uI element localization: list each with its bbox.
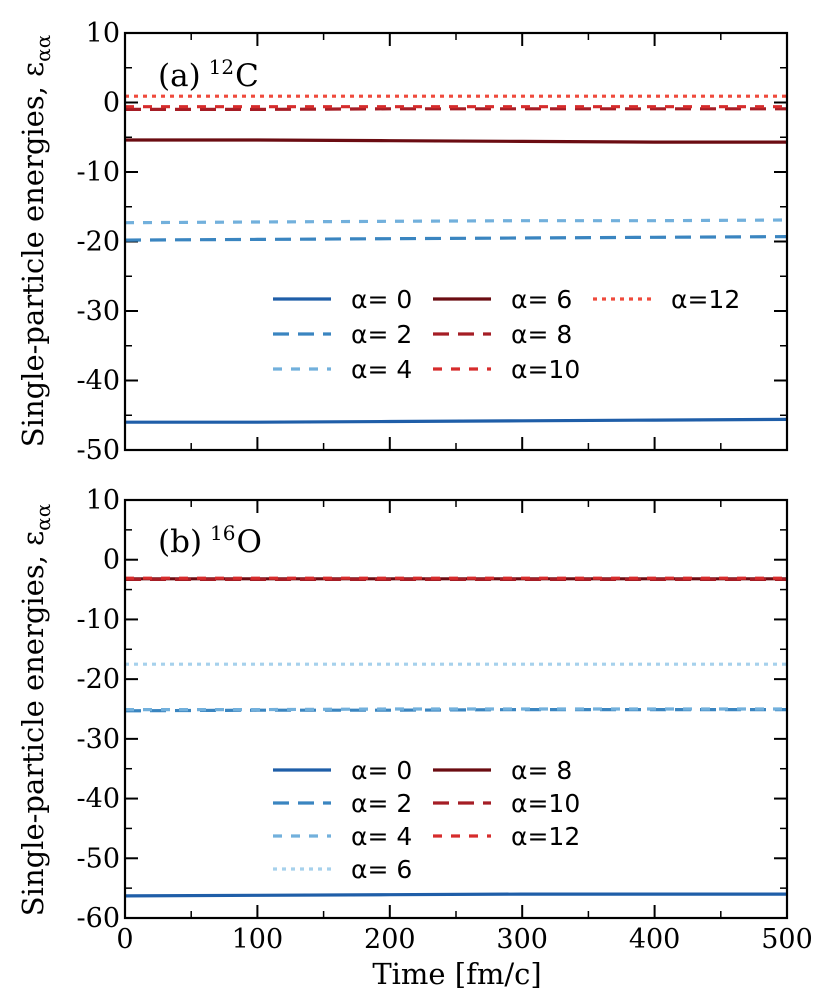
nucleus-mass: 16 — [210, 521, 235, 545]
y-axis-label: Single-particle energies, εαα — [16, 35, 55, 447]
nucleus-symbol: C — [235, 58, 259, 94]
legend-entry: α= 4 — [351, 822, 412, 851]
legend-entry: α= 8 — [511, 756, 572, 785]
series-line — [124, 218, 788, 225]
plot-frame — [123, 498, 789, 920]
y-tick-label: -20 — [77, 227, 120, 258]
y-tick-label: 0 — [103, 545, 120, 576]
legend-entry: α= 8 — [511, 320, 572, 349]
panel-a: 10 0 -10 -20 -30 -40 -50 (a) 12C Single-particle … — [16, 18, 789, 466]
y-tick-label: 10 — [86, 485, 120, 516]
y-tick-label: 0 — [103, 88, 120, 119]
y-axis-label-symbol: ε — [16, 62, 50, 77]
y-tick-label: -30 — [77, 296, 120, 327]
y-tick-label: -50 — [77, 843, 120, 874]
plot-frame — [123, 31, 789, 452]
panel-label: (b) 16O — [158, 521, 262, 560]
y-tick-label: -40 — [77, 784, 120, 815]
legend-entry: α= 2 — [351, 789, 412, 818]
nucleus-mass: 12 — [209, 55, 234, 79]
legend-entry: α=12 — [671, 285, 740, 314]
series-line — [125, 138, 787, 144]
legend-entry: α= 0 — [351, 756, 412, 785]
legend-entry: α= 4 — [351, 355, 412, 384]
x-tick-label: 500 — [761, 924, 813, 955]
x-axis-label: Time [fm/c] — [372, 957, 541, 991]
y-tick-label: 10 — [86, 18, 120, 49]
y-axis-label-subscript: αα — [31, 504, 55, 531]
x-tick-label: 0 — [116, 924, 133, 955]
y-axis-label-symbol: ε — [16, 531, 50, 546]
series-line — [125, 707, 787, 712]
x-tick-label: 200 — [364, 924, 416, 955]
y-tick-label: -10 — [77, 157, 120, 188]
y-tick-label: -10 — [77, 604, 120, 635]
x-tick-label: 100 — [232, 924, 284, 955]
series-line — [124, 892, 787, 898]
legend-entry: α=10 — [511, 789, 580, 818]
y-axis-label-text: Single-particle energies, — [16, 77, 50, 447]
legend-entry: α= 0 — [351, 285, 412, 314]
series-line — [125, 417, 788, 424]
panel-letter: (b) — [158, 524, 202, 560]
y-tick-label: -40 — [77, 366, 120, 397]
y-axis-label: Single-particle energies, εαα — [16, 504, 55, 916]
y-axis-label-subscript: αα — [31, 35, 55, 62]
panel-label: (a) 12C — [158, 55, 259, 94]
legend-entry: α= 6 — [511, 285, 572, 314]
x-tick-label: 300 — [496, 924, 548, 955]
legend-entry: α= 6 — [351, 855, 412, 884]
y-tick-label: -50 — [77, 435, 120, 466]
legend-entry: α=10 — [511, 355, 580, 384]
legend-entry: α= 2 — [351, 320, 412, 349]
y-tick-label: -60 — [77, 903, 120, 934]
x-tick-label: 400 — [629, 924, 681, 955]
y-axis-label-text: Single-particle energies, — [16, 546, 50, 916]
series-line — [125, 107, 787, 112]
y-tick-label: -20 — [77, 664, 120, 695]
y-tick-label: -30 — [77, 724, 120, 755]
nucleus-symbol: O — [237, 524, 262, 560]
legend-entry: α=12 — [511, 822, 580, 851]
panel-letter: (a) — [158, 58, 201, 94]
series-line — [124, 235, 788, 242]
